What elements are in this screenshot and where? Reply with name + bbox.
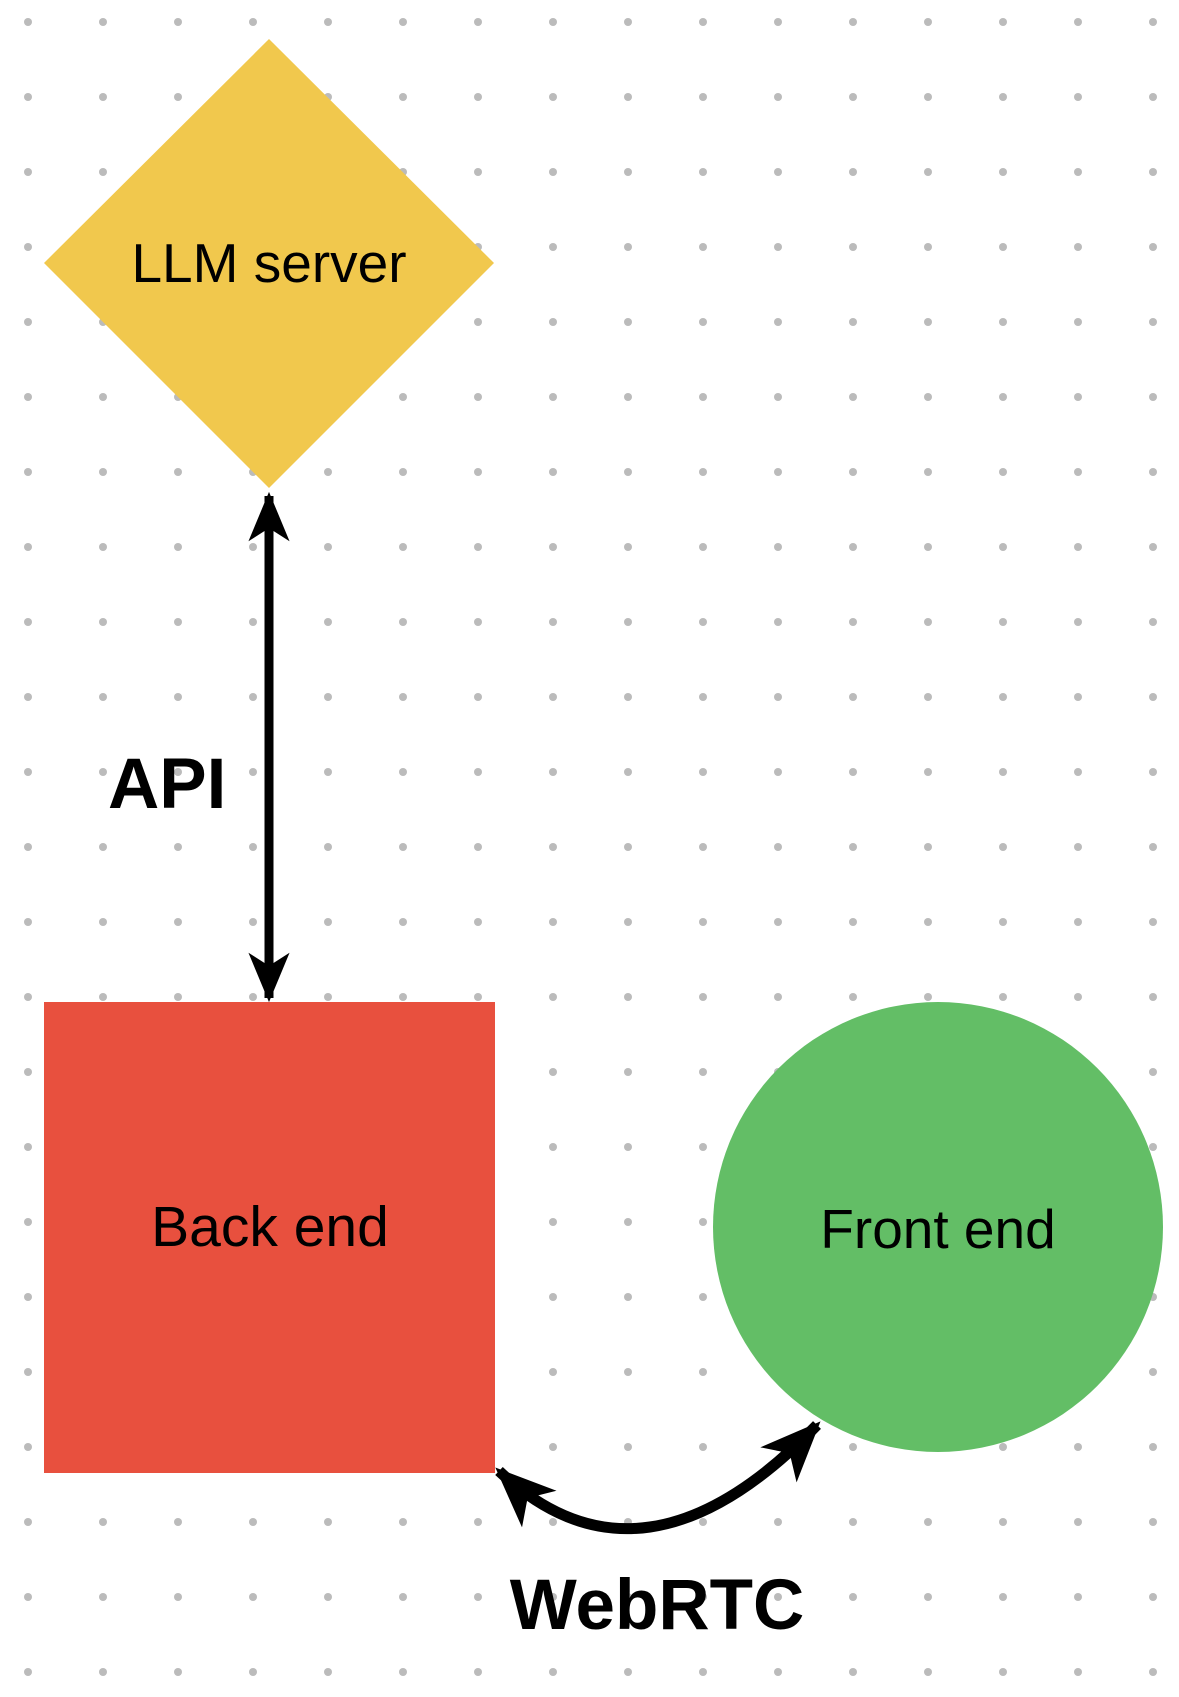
edge-api-label: API (108, 745, 226, 824)
node-front-end-label: Front end (820, 1198, 1055, 1260)
node-llm-server-label: LLM server (131, 232, 406, 294)
edge-webrtc-label: WebRTC (510, 1566, 805, 1645)
node-back-end-label: Back end (151, 1195, 389, 1259)
node-front-end-circle[interactable] (713, 1002, 1163, 1452)
node-back-end-square[interactable] (44, 1002, 495, 1473)
node-llm-server-diamond[interactable] (44, 39, 494, 488)
edge-webrtc-arrow[interactable] (495, 1421, 821, 1535)
